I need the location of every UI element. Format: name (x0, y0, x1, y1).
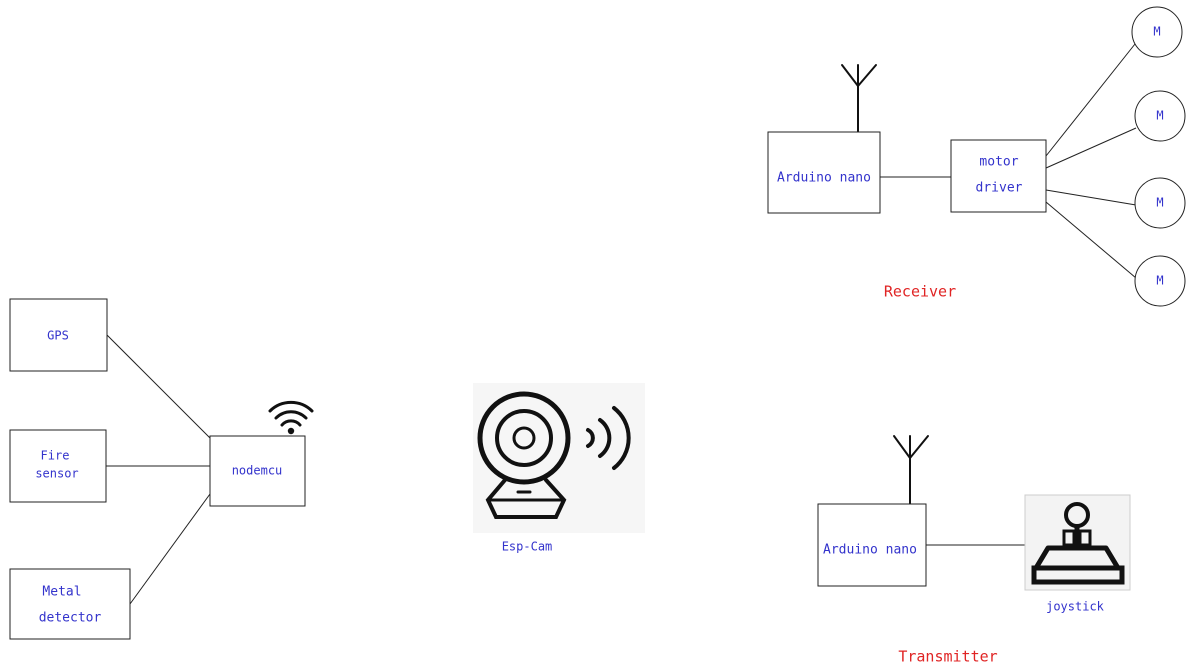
fire-sensor-label-line2: sensor (35, 467, 78, 481)
transmitter-arduino-box (817, 503, 927, 587)
driver-to-motor3-wire (1045, 189, 1137, 206)
fire-sensor-label-line1: Fire (41, 449, 70, 463)
driver-to-motor4-wire (1045, 201, 1137, 279)
metal-to-nodemcu-wire (129, 493, 211, 605)
sensor-node: GPS Fire sensor Metal detector nodemcu (9, 298, 314, 640)
driver-to-motor1-wire (1045, 43, 1136, 157)
transmitter: Arduino nano joystick Transmitter (817, 435, 1131, 665)
motor-3-label: M (1156, 196, 1163, 210)
motor-driver-label-line2: driver (976, 181, 1023, 196)
metal-detector-box (9, 568, 131, 640)
wifi-icon (268, 400, 314, 435)
gps-label: GPS (47, 329, 69, 343)
motor-3 (1134, 177, 1186, 229)
motor-driver-box (950, 139, 1047, 213)
antenna-icon (841, 64, 877, 133)
gps-box (9, 298, 108, 372)
esp-cam: Esp-Cam (473, 383, 645, 554)
nodemcu-box (209, 435, 306, 507)
webcam-icon (477, 391, 631, 519)
motor-2-label: M (1156, 109, 1163, 123)
transmitter-caption: Transmitter (898, 648, 997, 665)
receiver-arduino-box (767, 131, 881, 214)
joystick-icon (1024, 494, 1131, 591)
motor-1-label: M (1153, 25, 1160, 39)
receiver: Arduino nano motor driver M M M M Receiv… (767, 6, 1186, 307)
motor-4 (1134, 255, 1186, 307)
metal-detector-label-line1: Metal (42, 585, 81, 600)
joystick-label: joystick (1046, 600, 1105, 614)
esp-cam-label: Esp-Cam (502, 540, 553, 554)
transmitter-arduino-label: Arduino nano (823, 543, 917, 558)
driver-to-motor2-wire (1045, 127, 1137, 169)
fire-sensor-box (9, 429, 107, 503)
receiver-arduino-label: Arduino nano (777, 171, 871, 186)
antenna-icon (893, 435, 929, 505)
metal-detector-label-line2: detector (39, 611, 102, 626)
motor-4-label: M (1156, 274, 1163, 288)
motor-1 (1131, 6, 1183, 58)
nodemcu-label: nodemcu (232, 464, 283, 478)
motor-2 (1134, 90, 1186, 142)
motor-driver-label-line1: motor (979, 155, 1018, 170)
gps-to-nodemcu-wire (106, 334, 211, 439)
receiver-caption: Receiver (884, 283, 956, 301)
